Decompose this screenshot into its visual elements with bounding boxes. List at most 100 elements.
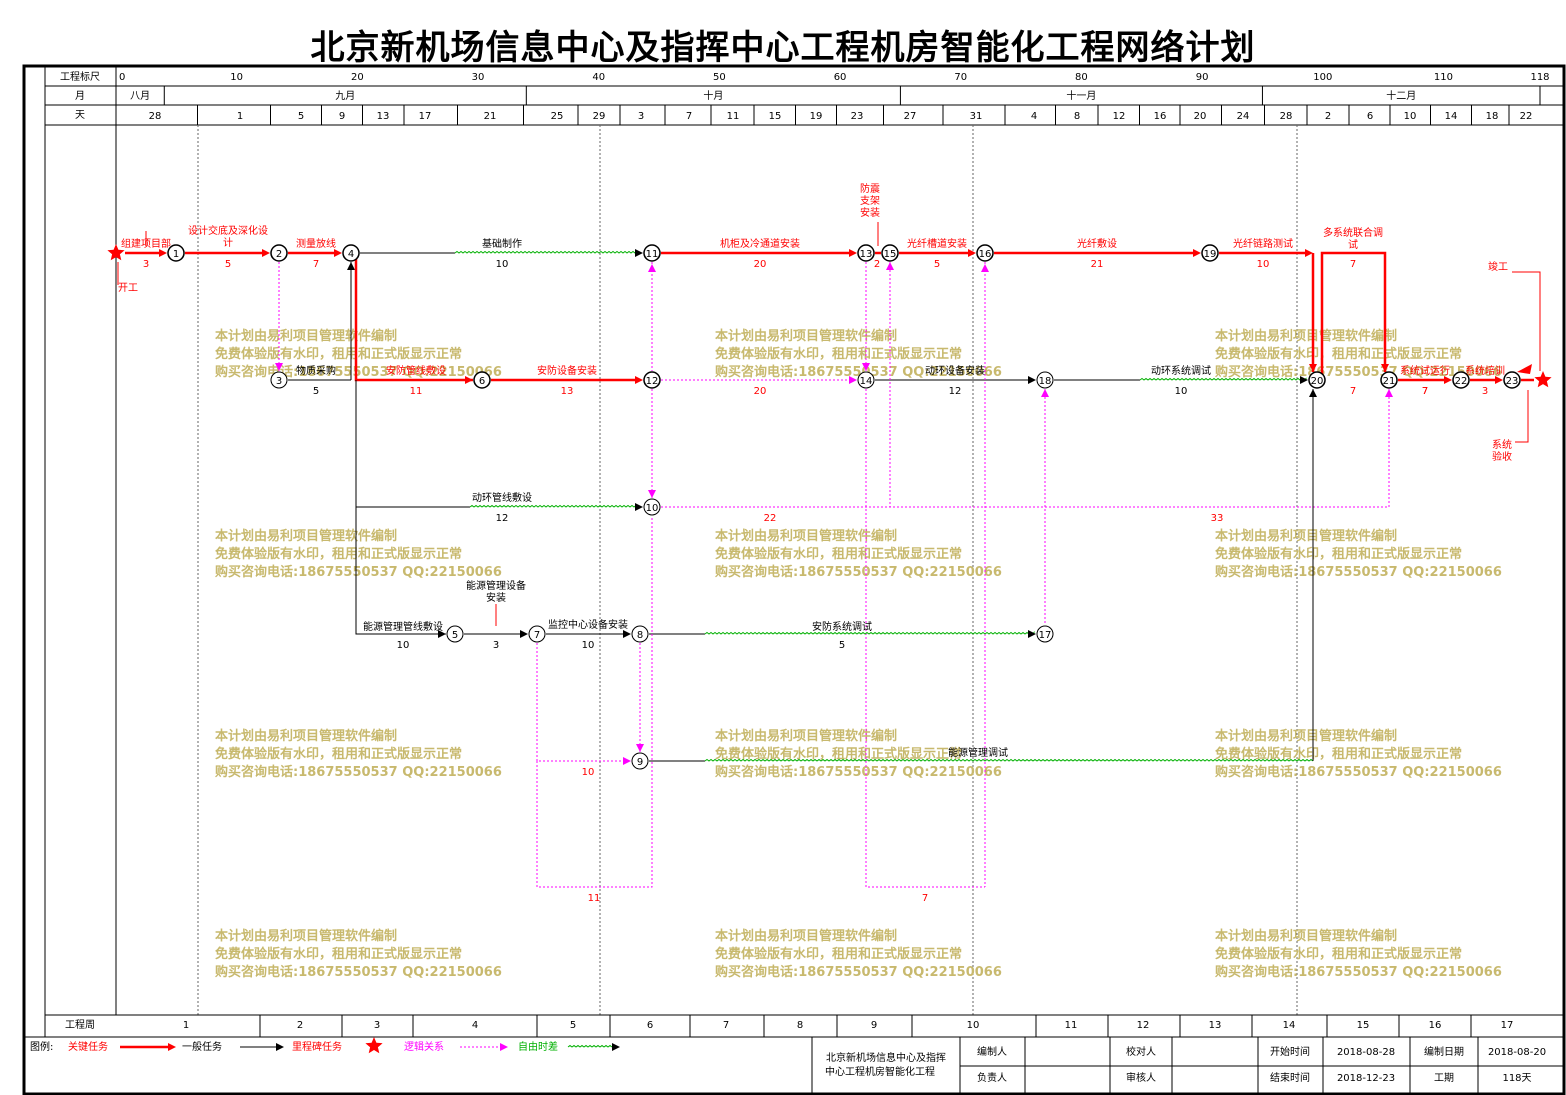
day-label: 22 [1520, 111, 1533, 122]
arrow-head [1300, 376, 1308, 384]
env-test-free-float [1139, 377, 1307, 381]
arrow-head [1385, 389, 1393, 397]
week-label: 8 [797, 1020, 803, 1031]
watermark-text: 免费体验版有水印，租用和正式版显示正常 [1215, 546, 1462, 562]
watermark-text: 免费体验版有水印，租用和正式版显示正常 [215, 946, 462, 962]
activity-name: 能源管理管线敷设 [363, 620, 443, 633]
node-circle [528, 625, 546, 643]
activity-name: 监控中心设备安装 [548, 618, 628, 631]
activity-name: 光纤槽道安装 [907, 237, 967, 250]
legend-logic-arrow [500, 1043, 508, 1051]
day-label: 1 [237, 111, 243, 122]
node-circle [1036, 371, 1054, 389]
activity-duration: 12 [949, 386, 962, 397]
node-number: 19 [1204, 249, 1217, 260]
activity-duration: 7 [1350, 259, 1356, 270]
watermark-text: 本计划由易利项目管理软件编制 [715, 928, 897, 944]
node-number: 13 [860, 249, 873, 260]
node-circle [1380, 371, 1398, 389]
month-label: 十月 [703, 89, 723, 102]
footer-editor-label: 编制人 [977, 1045, 1007, 1058]
watermark-text: 免费体验版有水印，租用和正式版显示正常 [215, 346, 462, 362]
activity-name: 支架 [860, 195, 880, 207]
activity-name: 物质采购 [296, 364, 336, 377]
activity-duration: 21 [1091, 259, 1104, 270]
activity-arrow-head [1028, 376, 1036, 384]
activity-arrow-head [1495, 376, 1503, 384]
day-label: 3 [638, 111, 644, 122]
watermark-text: 本计划由易利项目管理软件编制 [215, 728, 397, 744]
activity-name: 安防管线敷设 [386, 364, 446, 377]
watermark-text: 购买咨询电话:18675550537 QQ:22150066 [715, 764, 1002, 780]
node-circle [631, 625, 649, 643]
activity-duration: 13 [561, 386, 574, 397]
watermark-text: 本计划由易利项目管理软件编制 [715, 728, 897, 744]
node-circle [857, 371, 875, 389]
scale-tick-label: 20 [351, 72, 364, 83]
activity-duration: 7 [313, 259, 319, 270]
node-circle [1452, 371, 1470, 389]
arrow-head [849, 376, 857, 384]
activity-arrow-head [635, 376, 643, 384]
watermark-text: 本计划由易利项目管理软件编制 [715, 328, 897, 344]
scale-tick-label: 60 [834, 72, 847, 83]
legend-general-label: 一般任务 [182, 1040, 222, 1053]
node-circle [342, 244, 360, 262]
activity-name: 动环设备安装 [925, 364, 985, 377]
watermark-text: 购买咨询电话:18675550537 QQ:22150066 [1215, 764, 1502, 780]
node-circle [857, 244, 875, 262]
activity-arrow-head [159, 249, 167, 257]
activity-name: 计 [223, 236, 233, 249]
day-label: 18 [1486, 111, 1499, 122]
day-label: 24 [1237, 111, 1250, 122]
activity-name: 动环系统调试 [1151, 364, 1211, 377]
multi-system-path [1320, 251, 1387, 380]
arrow-head [648, 264, 656, 272]
watermark-text: 本计划由易利项目管理软件编制 [215, 928, 397, 944]
activity-duration: 10 [1257, 259, 1270, 270]
activity-name: 测量放线 [296, 237, 336, 250]
activity-arrow-head [623, 630, 631, 638]
watermark-text: 本计划由易利项目管理软件编制 [1215, 328, 1397, 344]
activity-duration: 10 [1175, 386, 1188, 397]
activity-duration: 3 [143, 259, 149, 270]
month-label: 月 [75, 90, 85, 102]
month-label: 八月 [130, 90, 150, 102]
node-number: 5 [452, 630, 458, 641]
activity-name: 防震 [860, 182, 880, 195]
node-number: 8 [637, 630, 643, 641]
security-test-free-float [704, 630, 1035, 635]
flag-icon [1517, 364, 1532, 374]
node-circle [643, 371, 661, 389]
watermark-text: 购买咨询电话:18675550537 QQ:22150066 [215, 364, 502, 380]
footer-auditor-label: 审核人 [1126, 1071, 1156, 1084]
node-circle [270, 244, 288, 262]
activity-duration: 3 [493, 640, 499, 651]
start-milestone-star-icon [107, 244, 125, 261]
arrow-head [1041, 389, 1049, 397]
arrow-head [635, 249, 643, 257]
watermark-text: 免费体验版有水印，租用和正式版显示正常 [715, 746, 962, 762]
day-label: 16 [1154, 111, 1167, 122]
activity-name: 光纤链路测试 [1233, 237, 1293, 250]
node-number: 21 [1383, 376, 1396, 387]
day-label: 29 [593, 111, 606, 122]
watermark-text: 购买咨询电话:18675550537 QQ:22150066 [215, 564, 502, 580]
day-label: 11 [727, 111, 740, 122]
footer-project-name: 北京新机场信息中心及指挥 [826, 1051, 946, 1064]
footer-edit-date-value: 2018-08-20 [1488, 1047, 1546, 1058]
watermark-text: 免费体验版有水印，租用和正式版显示正常 [715, 346, 962, 362]
day-label: 21 [484, 111, 497, 122]
watermark-text: 免费体验版有水印，租用和正式版显示正常 [215, 546, 462, 562]
watermark-text: 购买咨询电话:18675550537 QQ:22150066 [1215, 964, 1502, 980]
arrow-head [1381, 364, 1389, 372]
legend-title: 图例: [30, 1040, 53, 1053]
footer-reviewer-label: 校对人 [1126, 1045, 1156, 1058]
scale-tick-label: 40 [592, 72, 605, 83]
activity-name: 系统培训 [1465, 364, 1505, 377]
watermark-text: 免费体验版有水印，租用和正式版显示正常 [215, 746, 462, 762]
activity-name: 安防设备安装 [537, 364, 597, 377]
day-label: 25 [551, 111, 564, 122]
logic-duration: 22 [764, 513, 777, 524]
day-label: 31 [970, 111, 983, 122]
